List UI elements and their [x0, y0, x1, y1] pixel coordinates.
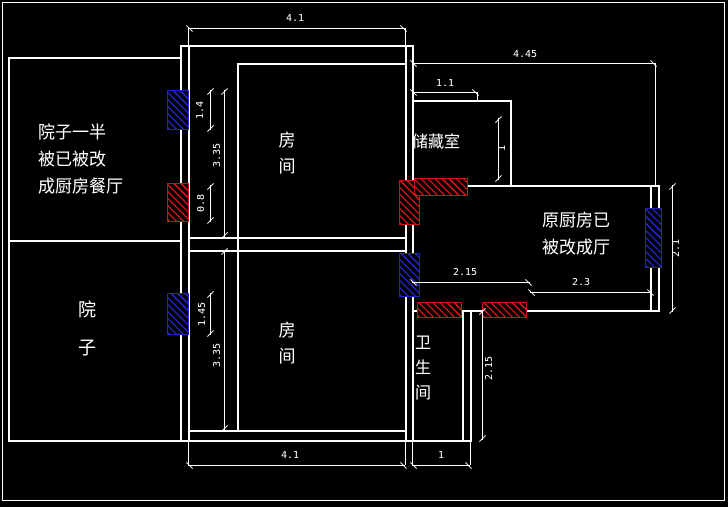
dimension-text: 4.1 — [285, 13, 305, 24]
room-label-line: 房 — [278, 131, 296, 151]
room-label-line: 院子一半 — [38, 123, 106, 143]
dimension-line — [412, 282, 530, 283]
wall — [412, 310, 660, 312]
room-label-line: 子 — [78, 338, 96, 359]
room-label-bathroom: 卫 生 间 — [410, 330, 436, 405]
dimension-text: 2.15 — [452, 267, 478, 278]
dimension-text: 3.35 — [212, 342, 223, 368]
dimension-text: 1.1 — [435, 78, 455, 89]
dimension-line — [188, 28, 405, 29]
extension-line — [655, 63, 656, 187]
dimension-text: 2.15 — [484, 355, 495, 381]
dimension-line — [498, 118, 499, 180]
dimension-text: 4.45 — [512, 49, 538, 60]
room-label-line: 间 — [278, 347, 296, 367]
dimension-line — [210, 293, 211, 335]
dimension-text: 3.35 — [212, 142, 223, 168]
extension-line — [405, 28, 406, 45]
room-label-bedroom-top: 房 间 — [266, 128, 308, 180]
extension-line — [188, 28, 189, 45]
window-symbol — [399, 253, 420, 297]
room-label-bedroom-bottom: 房 间 — [266, 318, 308, 370]
wall — [188, 237, 407, 239]
extension-line — [405, 440, 406, 465]
door-symbol — [414, 178, 468, 196]
wall — [188, 430, 407, 432]
wall — [8, 440, 188, 442]
door-symbol — [482, 302, 527, 318]
window-symbol — [167, 293, 189, 335]
room-label-storage: 储藏室 — [412, 128, 484, 152]
wall — [237, 63, 239, 430]
dimension-text: 2.3 — [571, 277, 591, 288]
wall — [470, 310, 472, 442]
wall — [180, 45, 182, 442]
room-label-line: 生 — [414, 358, 431, 377]
door-symbol — [417, 302, 462, 318]
dimension-text: 0.8 — [196, 193, 207, 213]
wall — [412, 185, 660, 187]
extension-line — [477, 92, 478, 101]
wall — [8, 57, 180, 59]
dimension-line — [210, 90, 211, 130]
room-label-converted-yard: 院子一半 被已被改 成厨房餐厅 — [38, 120, 172, 201]
room-label-line: 原厨房已 — [542, 211, 610, 231]
extension-line — [188, 442, 189, 465]
dimension-line — [412, 63, 655, 64]
room-label-line: 间 — [278, 157, 296, 177]
dimension-line — [412, 92, 477, 93]
wall — [412, 45, 414, 440]
extension-line — [412, 442, 413, 465]
room-label-line: 房 — [278, 321, 296, 341]
dimension-line — [412, 465, 470, 466]
room-label-former-kitchen: 原厨房已 被改成厅 — [542, 208, 652, 262]
room-label-line: 卫 — [414, 333, 431, 352]
window-symbol — [645, 208, 662, 268]
extension-line — [470, 442, 471, 465]
drawing-border — [2, 2, 725, 501]
dimension-text: 1 — [497, 144, 508, 152]
wall — [462, 310, 464, 440]
room-label-yard: 院 子 — [68, 292, 106, 368]
dimension-line — [224, 90, 225, 237]
room-label-line: 储藏室 — [412, 132, 461, 151]
dimension-line — [210, 185, 211, 222]
room-label-line: 被改成厅 — [542, 238, 610, 258]
wall — [8, 57, 10, 442]
door-symbol — [167, 183, 189, 222]
dimension-text: 1.45 — [197, 301, 208, 327]
wall — [237, 63, 407, 65]
wall — [8, 240, 180, 242]
room-label-line: 被已被改 — [38, 150, 106, 170]
wall — [180, 440, 414, 442]
dimension-text: 4.1 — [280, 450, 300, 461]
wall — [188, 250, 407, 252]
dimension-text: 1 — [437, 450, 445, 461]
wall — [405, 440, 472, 442]
dimension-line — [672, 185, 673, 312]
window-symbol — [167, 90, 189, 130]
dimension-text: 2.1 — [671, 238, 682, 258]
dimension-line — [188, 465, 405, 466]
room-label-line: 间 — [414, 383, 431, 402]
wall — [180, 45, 414, 47]
room-label-line: 院 — [78, 300, 96, 321]
dimension-line — [224, 250, 225, 430]
dimension-line — [482, 310, 483, 440]
wall — [405, 45, 407, 440]
room-label-line: 成厨房餐厅 — [38, 177, 123, 197]
wall — [412, 100, 512, 102]
wall — [510, 100, 512, 187]
dimension-line — [530, 292, 652, 293]
wall — [188, 45, 190, 442]
dimension-text: 1.4 — [195, 100, 206, 120]
